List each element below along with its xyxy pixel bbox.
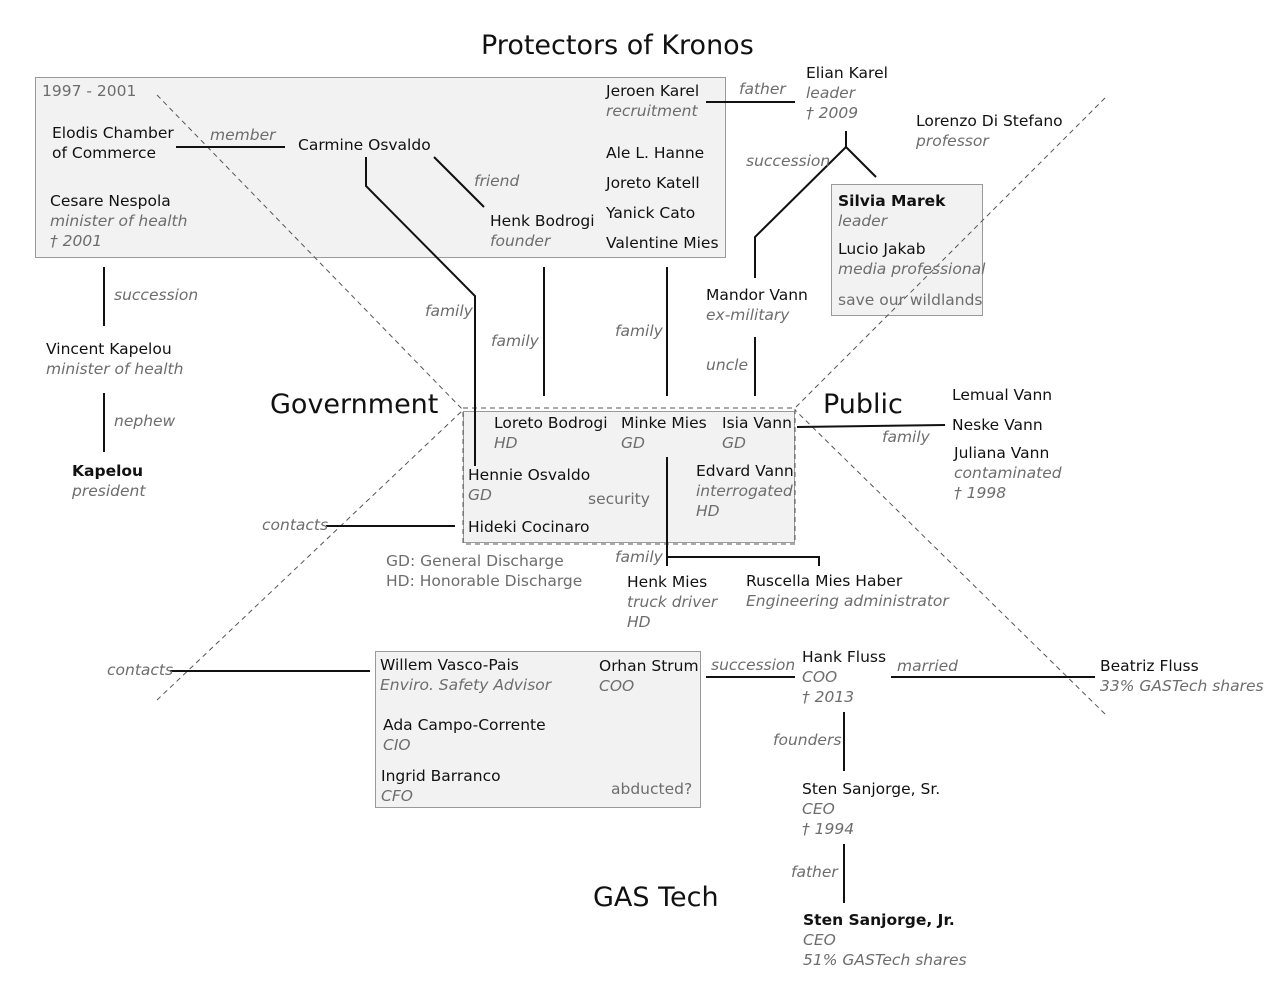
edge-label-founders: founders <box>773 731 842 749</box>
legend-hd: HD: Honorable Discharge <box>386 572 583 590</box>
legend-gd: GD: General Discharge <box>386 552 564 570</box>
edge-label-family-mies: family <box>615 322 663 340</box>
divider-gov-gastech <box>156 409 464 701</box>
edge-label-father-karel: father <box>739 80 786 98</box>
node-willem-vasco-pais: Willem Vasco-Pais Enviro. Safety Advisor <box>380 656 552 694</box>
node-joreto-katell: Joreto Katell <box>606 174 700 192</box>
pok-period: 1997 - 2001 <box>42 82 137 100</box>
node-hideki-cocinaro: Hideki Cocinaro <box>468 518 590 536</box>
edge-friend <box>433 156 485 208</box>
node-jeroen-karel: Jeroen Karel recruitment <box>606 82 700 120</box>
node-lucio-jakab: Lucio Jakab media professional <box>838 240 986 278</box>
node-silvia-marek: Silvia Marek leader <box>838 192 946 230</box>
node-henk-bodrogi: Henk Bodrogi founder <box>490 212 595 250</box>
node-ruscella-mies-haber: Ruscella Mies Haber Engineering administ… <box>746 572 949 610</box>
security-group-box <box>463 411 795 543</box>
edge-label-succession-kapelou: succession <box>114 286 199 304</box>
node-elodis-chamber: Elodis Chamber of Commerce <box>52 124 174 162</box>
node-isia-vann: Isia Vann GD <box>722 414 792 452</box>
node-kapelou: Kapelou president <box>72 462 146 500</box>
pok-group-box <box>35 77 726 258</box>
edge-label-member: member <box>210 126 276 144</box>
edge-label-father-sten: father <box>791 863 838 881</box>
edge-label-contacts-willem: contacts <box>107 661 174 679</box>
region-title-kronos: Protectors of Kronos <box>481 30 754 61</box>
node-neske-vann: Neske Vann <box>952 416 1043 434</box>
silvia-group-box <box>831 184 983 316</box>
edge-label-family-bodrogi: family <box>491 332 539 350</box>
edge-family-vann <box>796 424 946 428</box>
edge-label-nephew: nephew <box>114 412 176 430</box>
node-sten-sanjorge-sr: Sten Sanjorge, Sr. CEO † 1994 <box>802 780 941 838</box>
node-orhan-strum: Orhan Strum COO <box>599 657 699 695</box>
node-ada-campo-corrente: Ada Campo-Corrente CIO <box>383 716 546 754</box>
node-lemual-vann: Lemual Vann <box>952 386 1053 404</box>
edge-label-married: married <box>897 657 959 675</box>
region-title-public: Public <box>823 389 903 420</box>
center-dashed-frame <box>462 407 796 545</box>
node-loreto-bodrogi: Loreto Bodrogi HD <box>494 414 608 452</box>
node-yanick-cato: Yanick Cato <box>606 204 696 222</box>
node-henk-mies: Henk Mies truck driver HD <box>627 573 718 631</box>
edge-label-succession-strum: succession <box>711 656 796 674</box>
edge-succession-karel-b <box>845 146 877 178</box>
edge-label-family-henk: family <box>615 548 663 566</box>
node-carmine-osvaldo: Carmine Osvaldo <box>298 136 431 154</box>
node-ale-hanne: Ale L. Hanne <box>606 144 705 162</box>
edge-family-henk <box>666 457 820 566</box>
security-label: security <box>588 490 650 508</box>
node-valentine-mies: Valentine Mies <box>606 234 719 252</box>
edge-label-contacts-hideki: contacts <box>262 516 329 534</box>
node-cesare-nespola: Cesare Nespola minister of health † 2001 <box>50 192 188 250</box>
gastech-executives-box <box>375 651 701 808</box>
node-juliana-vann: Juliana Vann contaminated † 1998 <box>954 444 1062 502</box>
node-hank-fluss: Hank Fluss COO † 2013 <box>802 648 887 706</box>
edge-label-family-vann: family <box>882 428 930 446</box>
node-hennie-osvaldo: Hennie Osvaldo GD <box>468 466 591 504</box>
node-minke-mies: Minke Mies GD <box>621 414 707 452</box>
group-save-our-wildlands: save our wildlands <box>838 291 983 309</box>
node-ingrid-barranco: Ingrid Barranco CFO <box>381 767 501 805</box>
edge-family-osvaldo <box>365 157 476 466</box>
node-vincent-kapelou: Vincent Kapelou minister of health <box>46 340 184 378</box>
edge-succession-karel-a <box>754 146 847 278</box>
node-beatriz-fluss: Beatriz Fluss 33% GASTech shares <box>1100 657 1264 695</box>
abducted-note: abducted? <box>611 780 693 798</box>
node-elian-karel: Elian Karel leader † 2009 <box>806 64 888 122</box>
divider-public-kronos <box>794 97 1106 409</box>
node-sten-sanjorge-jr: Sten Sanjorge, Jr. CEO 51% GASTech share… <box>803 911 967 969</box>
region-title-gastech: GAS Tech <box>593 882 719 913</box>
edge-label-uncle: uncle <box>706 356 749 374</box>
node-edvard-vann: Edvard Vann interrogated HD <box>696 462 794 520</box>
node-mandor-vann: Mandor Vann ex-military <box>706 286 808 324</box>
node-lorenzo-di-stefano: Lorenzo Di Stefano professor <box>916 112 1063 150</box>
edge-label-friend: friend <box>474 172 520 190</box>
edge-label-family-osvaldo: family <box>425 302 473 320</box>
divider-public-gastech <box>794 409 1106 715</box>
region-title-government: Government <box>270 389 439 420</box>
edge-label-succession-karel: succession <box>746 152 831 170</box>
